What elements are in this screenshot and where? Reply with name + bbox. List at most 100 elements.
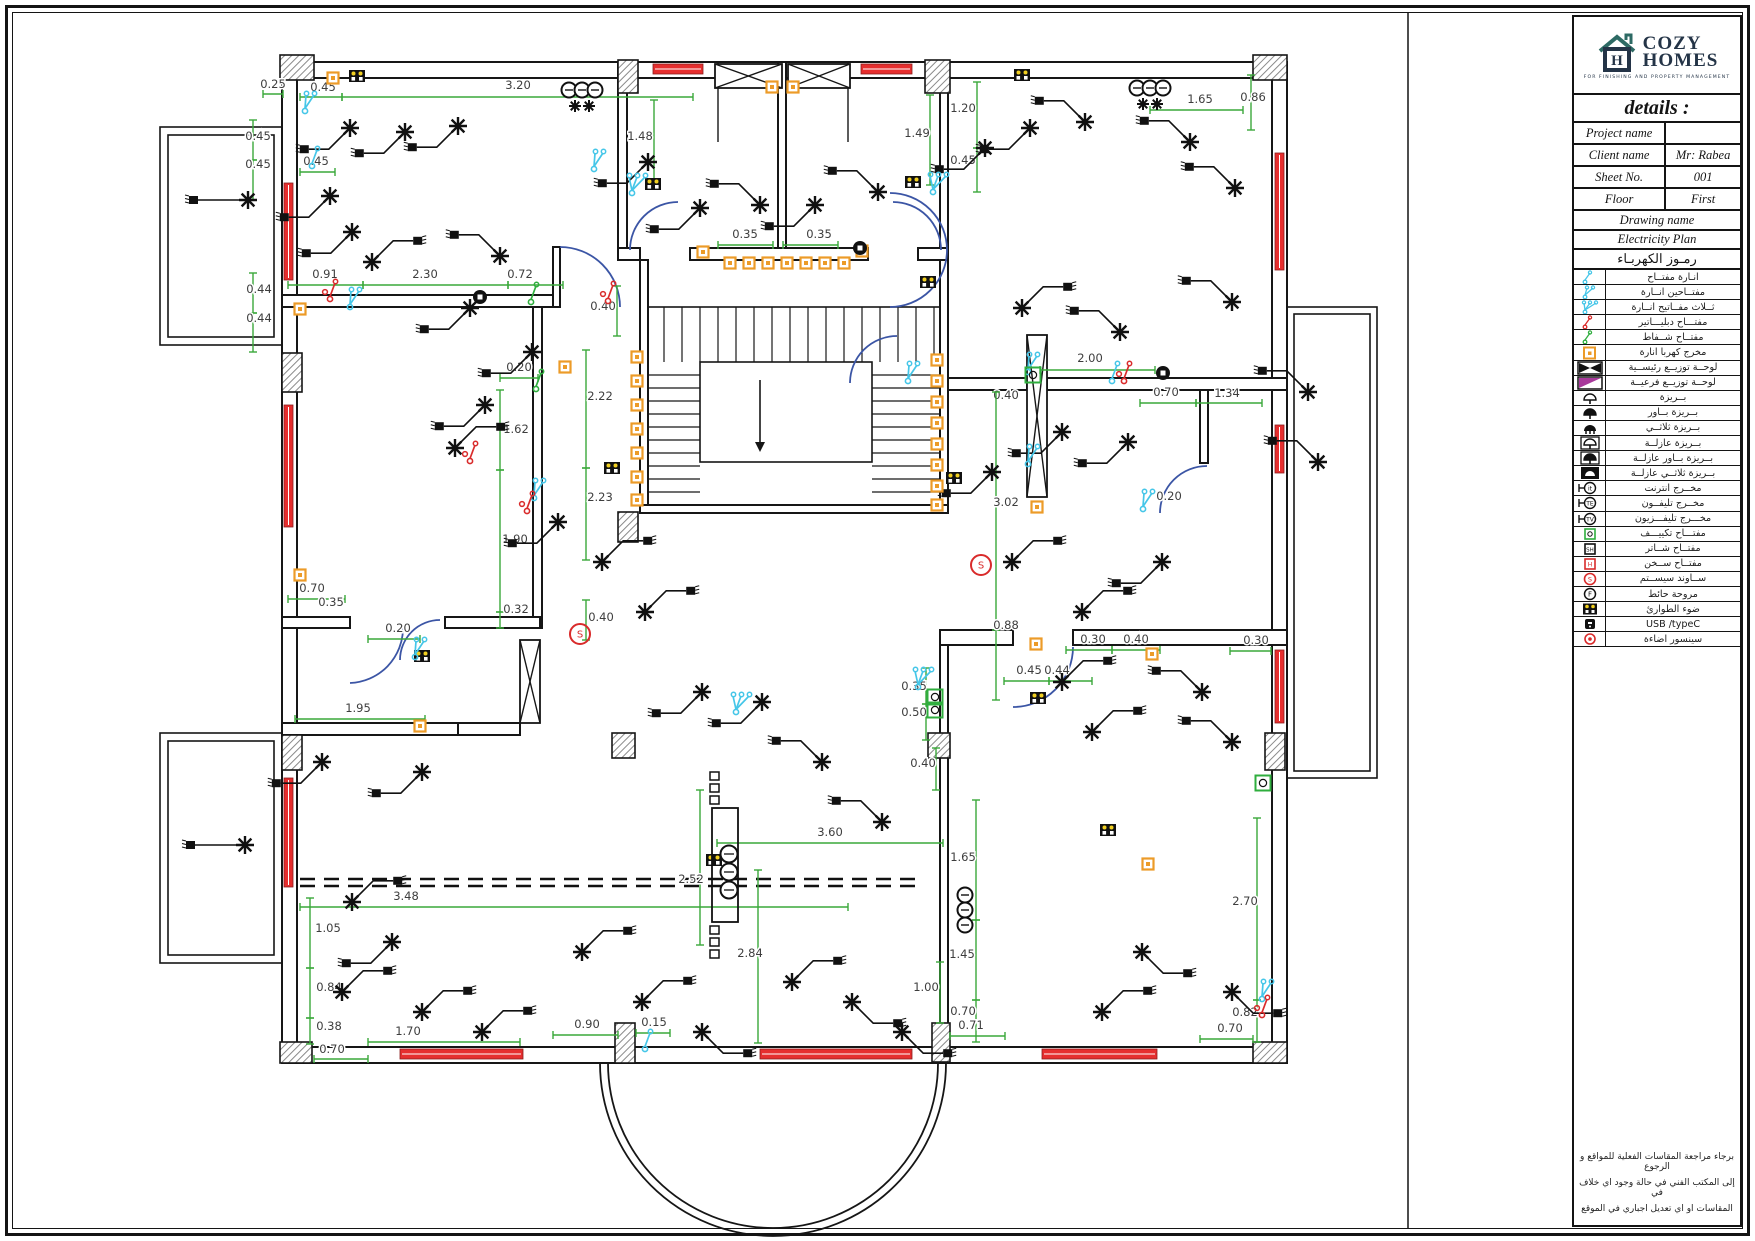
wall-segment (444, 616, 541, 629)
switch-3-light-icon (1574, 300, 1606, 315)
ceiling-light-icon (1253, 365, 1317, 401)
svg-text:0.50: 0.50 (901, 705, 927, 719)
column-hatch (1264, 732, 1286, 771)
door-arc (1159, 465, 1208, 514)
legend-row-label: مفتــاح شــفاط (1642, 331, 1704, 343)
ceiling-light-icon (1083, 705, 1147, 741)
switch-2-light-icon (1258, 978, 1275, 1003)
legend-row: بــريزة بــاور (1574, 405, 1740, 421)
light-outlet-icon (930, 353, 944, 367)
legend-row: مفتـــاح تكييـــف (1574, 526, 1740, 542)
switch-exhaust-icon (1574, 330, 1606, 345)
column-hatch (1252, 1041, 1288, 1064)
ceiling-light-icon (503, 513, 567, 548)
dimension-label: 0.72 (506, 266, 564, 289)
ceiling-light-icon (633, 975, 697, 1011)
legend-row-label: لوحــة توزيــع فرعيــة (1630, 377, 1716, 389)
emergency-light-icon (905, 176, 921, 188)
column-hatch (617, 511, 639, 543)
ceiling-light-icon (1107, 553, 1171, 588)
ceiling-light-icon (343, 875, 407, 911)
dimension-label: 1.95 (294, 700, 426, 723)
dimension-label: 0.71 (949, 1017, 1006, 1040)
dimension-label: 2.00 (1039, 350, 1156, 374)
svg-text:0.35: 0.35 (901, 679, 927, 693)
svg-text:2.30: 2.30 (412, 267, 438, 281)
ceiling-light-icon (1147, 665, 1211, 701)
svg-text:0.70: 0.70 (950, 1004, 976, 1018)
shutter-switch-icon: SH (1574, 541, 1606, 556)
switch-1-light-icon (1574, 270, 1606, 285)
dimension-label: 0.30 (1229, 632, 1272, 655)
svg-text:0.45: 0.45 (1016, 663, 1042, 677)
ceiling-light-icon (267, 753, 331, 788)
dimension-label: 0.30 (1065, 631, 1113, 654)
ceiling-light-icon (184, 191, 257, 209)
emergency-light-icon (349, 70, 365, 82)
dimension-label: 3.48 (299, 888, 849, 911)
ceiling-light-icon (593, 153, 657, 188)
dimension-label: 1.49 (903, 94, 934, 186)
svg-text:H: H (1587, 561, 1592, 568)
balcony-outline (1286, 306, 1378, 779)
light-outlet-icon (630, 493, 644, 507)
ceiling-light-icon (430, 396, 494, 431)
logo-line2: HOMES (1642, 49, 1719, 71)
dimension-label: 2.84 (736, 869, 764, 1044)
legend-row-label: USB /typeC (1645, 618, 1701, 630)
svg-text:3.60: 3.60 (817, 825, 843, 839)
ceiling-light-icon (1053, 655, 1117, 691)
light-outlet-icon (930, 498, 944, 512)
dimension-label: 0.86 (1239, 74, 1267, 131)
svg-text:1.49: 1.49 (904, 126, 930, 140)
ceiling-light-icon (473, 1005, 537, 1041)
ceiling-light-icon (1073, 585, 1137, 621)
ceiling-light-icon (1030, 95, 1094, 131)
switch-2-light-icon (346, 286, 363, 311)
legend-row: بــريزة ثلاثــي (1574, 420, 1740, 437)
light-outlet-icon (930, 416, 944, 430)
legend-row: مفتـــاح دبليـــاتير (1574, 315, 1740, 331)
legend-row-label: سينسور اضاءة (1643, 633, 1703, 645)
legend-row: بــريزة عازلــة (1574, 436, 1740, 452)
emergency-light-icon (1100, 824, 1116, 836)
chandelier-icon (560, 81, 604, 112)
ceiling-light-icon (937, 463, 1001, 498)
dimension-label: 2.22 (582, 349, 614, 469)
legend-row: USB /typeC (1574, 617, 1740, 633)
note-line: إلى المكتب الفني في حالة وجود اي خلاف في (1579, 1177, 1735, 1198)
dimension-label: 0.44 (245, 272, 273, 314)
switch-2-light-icon (590, 148, 607, 173)
svg-text:0.35: 0.35 (806, 227, 832, 241)
note-line: المقاسات او اي تعديل اجباري في الموقع (1581, 1203, 1733, 1214)
dimension-label: 2.23 (582, 467, 614, 561)
column-hatch (614, 1022, 636, 1064)
svg-text:0.82: 0.82 (1232, 1005, 1258, 1019)
legend-row-label: مفتـــاح تكييـــف (1640, 528, 1706, 540)
dimension-label: 1.20 (949, 81, 981, 149)
legend-row: انـارة مفتــاح (1574, 270, 1740, 286)
dimension-label: 0.25 (259, 76, 287, 98)
logo: H COZY HOMES FOR FINISHING AND PROPERTY … (1574, 17, 1740, 95)
svg-text:S: S (577, 630, 583, 641)
ceiling-light-icon (403, 117, 467, 152)
ac-switch-icon (926, 701, 944, 719)
dimension-label: 0.44 (1043, 662, 1093, 685)
svg-text:1.45: 1.45 (949, 947, 975, 961)
svg-text:0.40: 0.40 (590, 299, 616, 313)
light-outlet-icon (930, 374, 944, 388)
light-outlet-icon (780, 256, 794, 270)
ceiling-light-icon (1133, 943, 1197, 978)
light-outlet-icon (930, 458, 944, 472)
dimension-label: 0.70 (313, 1041, 369, 1063)
wall-segment (939, 629, 1014, 646)
sound-system-icon: S (569, 623, 591, 645)
svg-text:0.30: 0.30 (1243, 633, 1269, 647)
drawing-name-value: Electricity Plan (1574, 231, 1740, 250)
light-outlet-icon (930, 395, 944, 409)
row-client: Client name Mr: Rabea (1574, 145, 1740, 167)
ceiling-light-icon (645, 199, 709, 234)
